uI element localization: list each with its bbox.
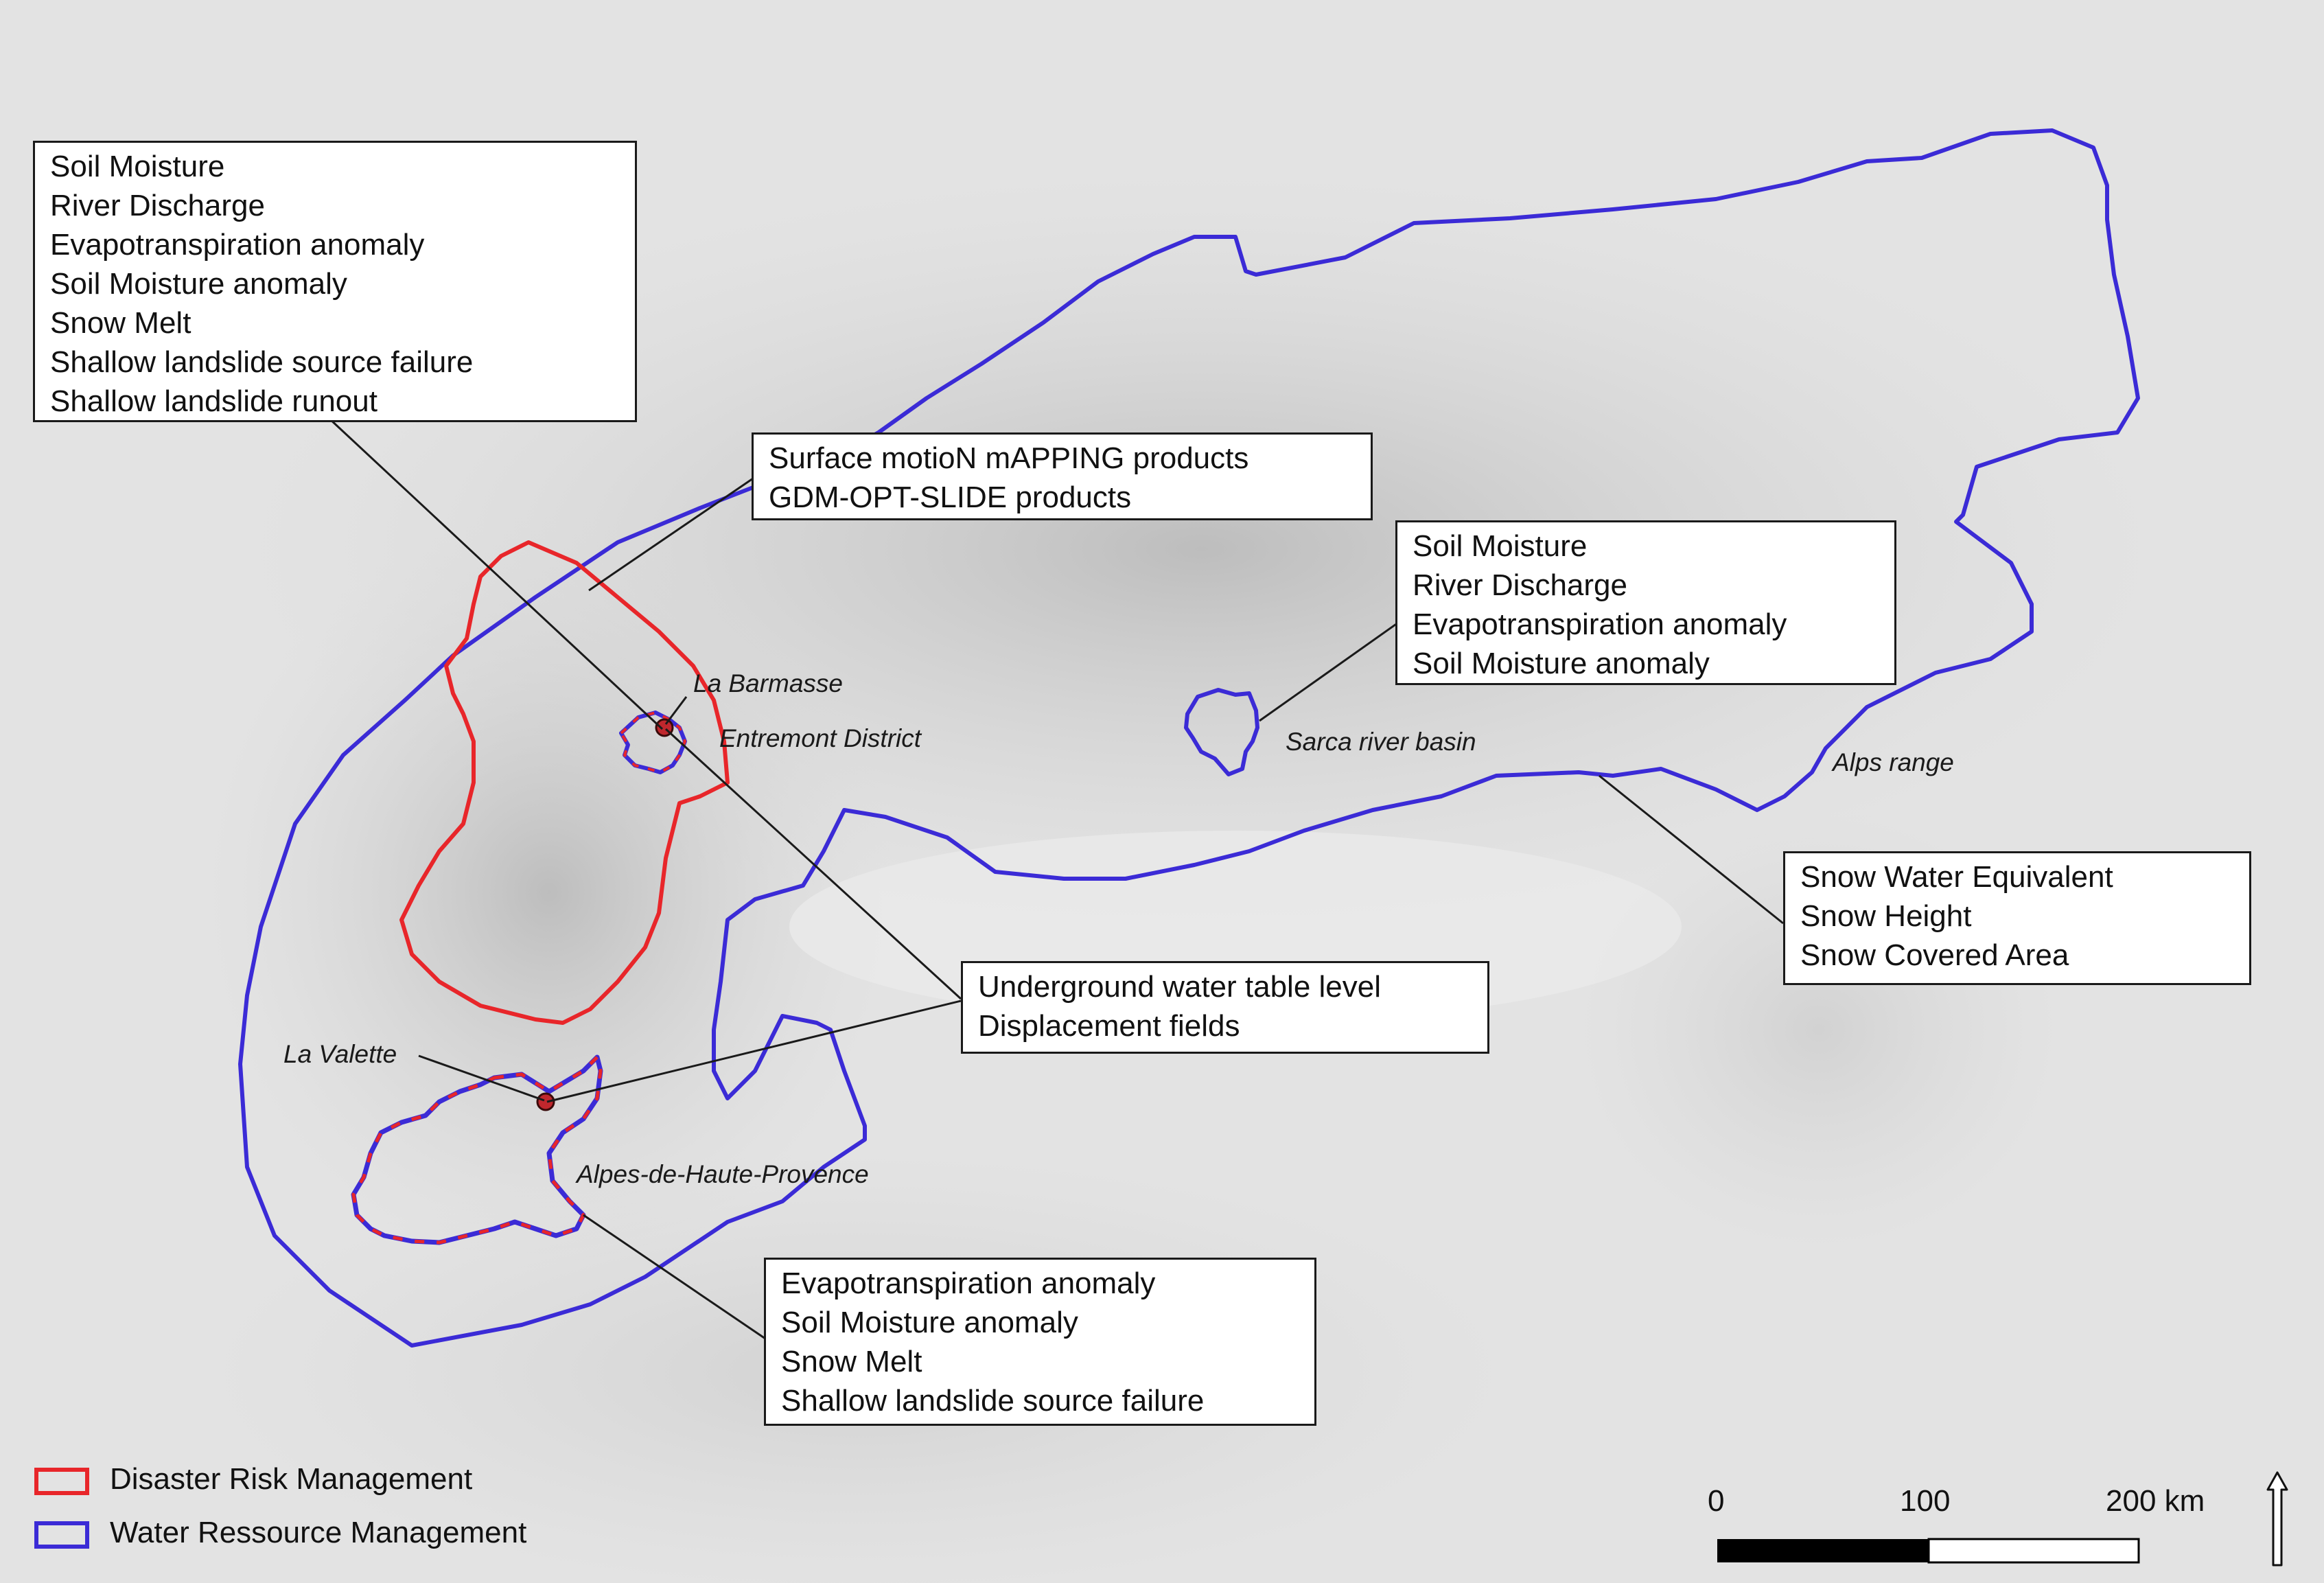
- leader-provence: [583, 1214, 766, 1340]
- alps-range-boundary[interactable]: [238, 128, 2140, 1348]
- callout-line: Snow Melt: [50, 306, 191, 340]
- callout-line: Snow Height: [1800, 899, 1972, 933]
- callout-line: Snow Melt: [781, 1345, 922, 1378]
- scale-bar: [1717, 1538, 2140, 1564]
- callout-surface-motion-products: Surface motioN mAPPING products GDM-OPT-…: [752, 432, 1373, 520]
- callout-line: Displacement fields: [978, 1009, 1240, 1043]
- callout-line: River Discharge: [1413, 568, 1627, 602]
- scale-tick-label: 100: [1900, 1484, 1951, 1518]
- label-sarca-river-basin: Sarca river basin: [1286, 728, 1476, 756]
- callout-line: Evapotranspiration anomaly: [50, 228, 425, 262]
- legend-swatch-disaster-risk: [34, 1468, 89, 1495]
- label-alps-range: Alps range: [1833, 748, 1954, 776]
- callout-line: Snow Covered Area: [1800, 938, 2069, 972]
- callout-line: Surface motioN mAPPING products: [769, 441, 1249, 475]
- leader-la-valette-label: [418, 1054, 545, 1102]
- leader-surface-motion: [588, 476, 756, 592]
- leader-underground-barmasse: [664, 728, 962, 1000]
- callout-sarca-products: Soil Moisture River Discharge Evapotrans…: [1395, 520, 1896, 685]
- legend-label: Disaster Risk Management: [110, 1462, 473, 1496]
- callout-snow-products: Snow Water Equivalent Snow Height Snow C…: [1783, 851, 2251, 985]
- callout-line: GDM-OPT-SLIDE products: [769, 481, 1132, 514]
- callout-line: Soil Moisture: [1413, 529, 1588, 563]
- callout-line: Evapotranspiration anomaly: [1413, 608, 1787, 641]
- callout-line: Soil Moisture anomaly: [50, 267, 347, 301]
- leader-lines: [328, 417, 1784, 1340]
- legend-label: Water Ressource Management: [110, 1516, 527, 1549]
- callout-line: Soil Moisture: [50, 150, 225, 183]
- western-alps-drm-boundary[interactable]: [399, 540, 730, 1025]
- legend-swatch-water-resource: [34, 1521, 89, 1549]
- scale-tick-label: 0: [1708, 1484, 1725, 1518]
- callout-line: Shallow landslide source failure: [50, 345, 474, 379]
- callout-line: Underground water table level: [978, 970, 1382, 1004]
- callout-line: Shallow landslide source failure: [781, 1384, 1205, 1418]
- sarca-river-basin-boundary[interactable]: [1184, 688, 1259, 776]
- label-entremont-district: Entremont District: [719, 724, 922, 752]
- leader-snow: [1599, 774, 1784, 925]
- callout-line: Snow Water Equivalent: [1800, 860, 2113, 894]
- label-la-barmasse: La Barmasse: [693, 669, 843, 697]
- callout-underground-products: Underground water table level Displaceme…: [961, 961, 1489, 1054]
- callout-provence-products: Evapotranspiration anomaly Soil Moisture…: [764, 1258, 1316, 1426]
- alpes-de-haute-provence-drm-boundary: [351, 1054, 603, 1245]
- callout-line: Evapotranspiration anomaly: [781, 1267, 1156, 1300]
- label-la-valette: La Valette: [283, 1040, 397, 1068]
- north-arrow-icon: [2266, 1471, 2288, 1567]
- callout-line: Soil Moisture anomaly: [1413, 647, 1710, 680]
- leader-underground-valette: [546, 1000, 962, 1103]
- leader-la-barmasse-label: [664, 696, 688, 725]
- callout-line: River Discharge: [50, 189, 265, 222]
- callout-line: Soil Moisture anomaly: [781, 1306, 1078, 1339]
- scale-bar-white-segment: [1927, 1538, 2140, 1564]
- label-alpes-de-haute-provence: Alpes-de-Haute-Provence: [577, 1160, 869, 1188]
- entremont-district-drm-boundary: [619, 710, 687, 774]
- la-valette-marker[interactable]: [536, 1092, 555, 1111]
- scale-tick-label: 200 km: [2106, 1484, 2205, 1518]
- callout-west-alps-products: Soil Moisture River Discharge Evapotrans…: [33, 141, 637, 422]
- scale-bar-black-segment: [1717, 1539, 1929, 1562]
- callout-line: Shallow landslide runout: [50, 384, 377, 418]
- leader-sarca: [1259, 620, 1401, 722]
- leader-west-alps: [328, 417, 664, 730]
